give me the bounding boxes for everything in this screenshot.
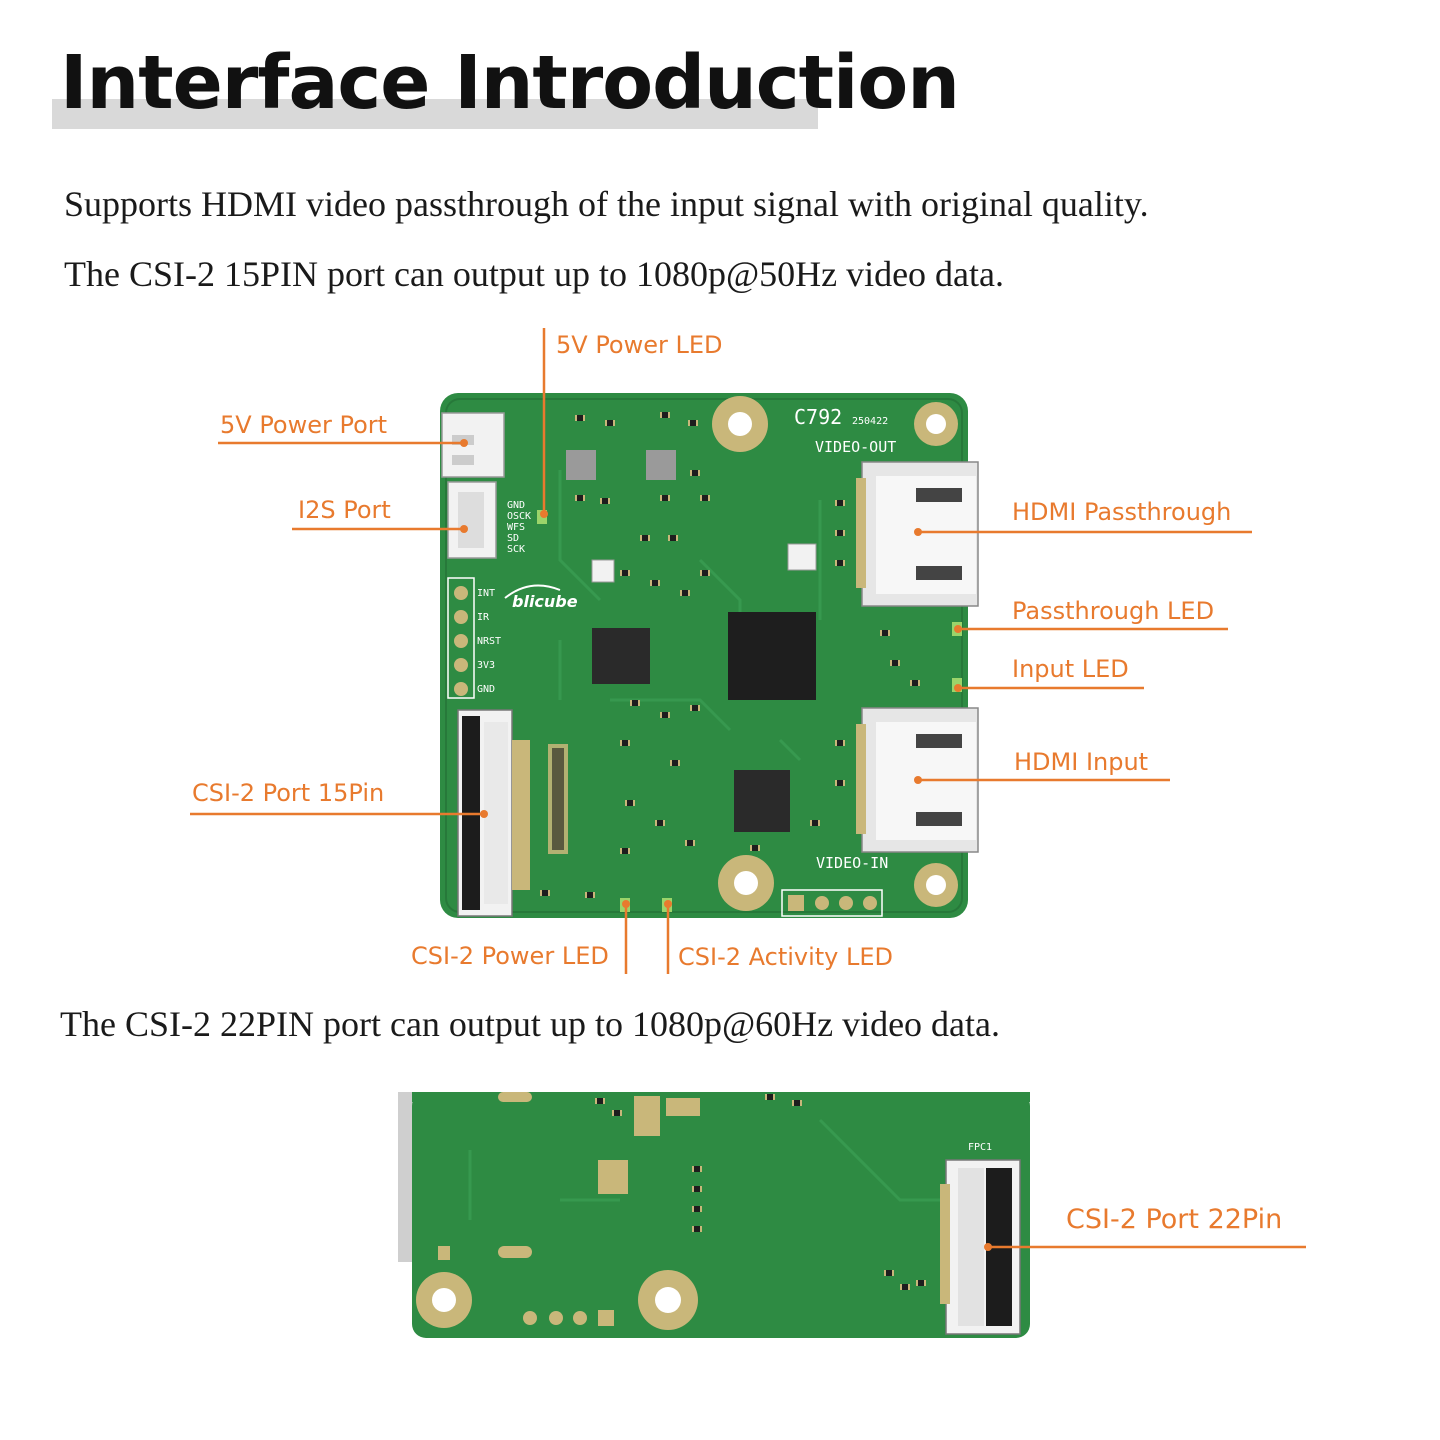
pad: [666, 1098, 700, 1116]
ic-u4: [734, 770, 790, 832]
mounting-hole: [914, 402, 958, 446]
h2-pin-label: GND: [477, 684, 495, 695]
i2s-pin-label: GND: [507, 500, 525, 511]
pad: [498, 1092, 532, 1102]
i2s-port-connector: [447, 481, 497, 559]
crystal-x2: [591, 559, 615, 583]
pad: [634, 1096, 660, 1136]
label-csi2-port-15pin: CSI-2 Port 15Pin: [192, 779, 385, 807]
h2-pin-label: NRST: [477, 636, 501, 647]
callout-dots: [460, 439, 992, 1251]
label-csi2-port-22pin: CSI-2 Port 22Pin: [1066, 1204, 1283, 1235]
fpc1-silk: FPC1: [968, 1142, 992, 1153]
label-i2s-port: I2S Port: [298, 496, 391, 524]
brand-swoosh: [504, 584, 561, 599]
label-hdmi-passthrough: HDMI Passthrough: [1012, 498, 1232, 526]
pcb-board-main: [440, 393, 968, 918]
mounting-hole: [638, 1270, 698, 1330]
power-port-connector: [441, 412, 505, 478]
h2-pin-label: IR: [477, 612, 490, 623]
mounting-hole: [712, 396, 768, 452]
ic-u6: [592, 628, 650, 684]
i2s-pin-label: SD: [507, 533, 519, 544]
label-5v-power-port: 5V Power Port: [220, 411, 388, 439]
i2s-pin-label: SCK: [507, 544, 525, 555]
label-input-led: Input LED: [1012, 655, 1129, 683]
h1-header: [781, 889, 883, 917]
label-passthrough-led: Passthrough LED: [1012, 597, 1215, 625]
label-hdmi-input: HDMI Input: [1014, 748, 1149, 776]
label-csi2-power-led: CSI-2 Power LED: [411, 942, 609, 970]
resistor-array: [548, 744, 568, 854]
inductor: [566, 450, 596, 480]
mounting-hole: [914, 863, 958, 907]
board-date-code: 250422: [852, 416, 888, 427]
csi22-description: The CSI-2 22PIN port can output up to 10…: [60, 1004, 1001, 1044]
video-in-silk: VIDEO-IN: [816, 854, 888, 872]
video-out-silk: VIDEO-OUT: [815, 438, 896, 456]
h2-pin-label: 3V3: [477, 660, 495, 671]
callout-lines: [190, 328, 1306, 1249]
label-csi2-activity-led: CSI-2 Activity LED: [678, 943, 894, 971]
h2-pin-label: INT: [477, 588, 495, 599]
pad: [598, 1160, 628, 1194]
mounting-hole: [718, 855, 774, 911]
intro-line-1: Supports HDMI video passthrough of the i…: [64, 184, 1149, 224]
inductor: [646, 450, 676, 480]
i2s-pin-label: OSCK: [507, 511, 531, 522]
pad: [498, 1246, 532, 1258]
pad: [438, 1246, 450, 1260]
header-pads: [523, 1310, 614, 1326]
crystal-x1: [787, 543, 817, 571]
i2s-pin-label: WFS: [507, 522, 525, 533]
h2-header: [447, 577, 475, 699]
mounting-hole: [416, 1272, 472, 1328]
page-title: Interface Introduction: [60, 40, 960, 126]
label-5v-power-led: 5V Power LED: [556, 331, 723, 359]
title-underline-bar: [52, 99, 818, 129]
main-ic-u5: [728, 612, 816, 700]
intro-line-2: The CSI-2 15PIN port can output up to 10…: [64, 254, 1005, 294]
brand-logo: blicube: [512, 592, 578, 611]
pcb-board-22pin: [398, 1092, 1030, 1338]
board-model: C792: [794, 405, 842, 429]
